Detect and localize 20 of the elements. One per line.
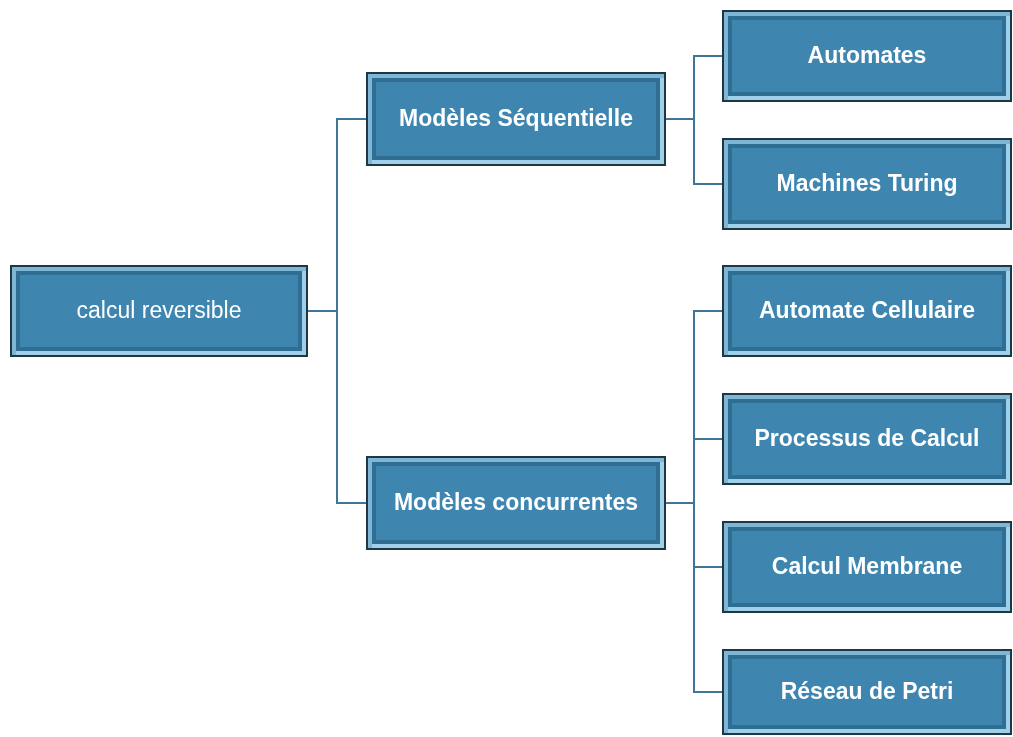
box-label: Modèles Séquentielle [399, 104, 633, 134]
box-label: calcul reversible [76, 296, 242, 326]
box-label: Réseau de Petri [780, 677, 954, 707]
box-label: Processus de Calcul [754, 424, 980, 454]
process-box [366, 72, 666, 166]
box-label: Calcul Membrane [771, 552, 963, 582]
process-box [10, 265, 308, 357]
process-box [722, 10, 1012, 102]
box-label: Machines Turing [776, 169, 958, 199]
box-label: Automate Cellulaire [759, 296, 975, 326]
process-box [722, 521, 1012, 613]
process-box [722, 138, 1012, 230]
process-box [722, 649, 1012, 735]
connector-line [665, 118, 723, 185]
process-box [366, 456, 666, 550]
box-label: Modèles concurrentes [393, 488, 639, 518]
process-box [722, 265, 1012, 357]
process-box [722, 393, 1012, 485]
connector-line [665, 502, 723, 693]
box-label: Automates [807, 41, 927, 71]
